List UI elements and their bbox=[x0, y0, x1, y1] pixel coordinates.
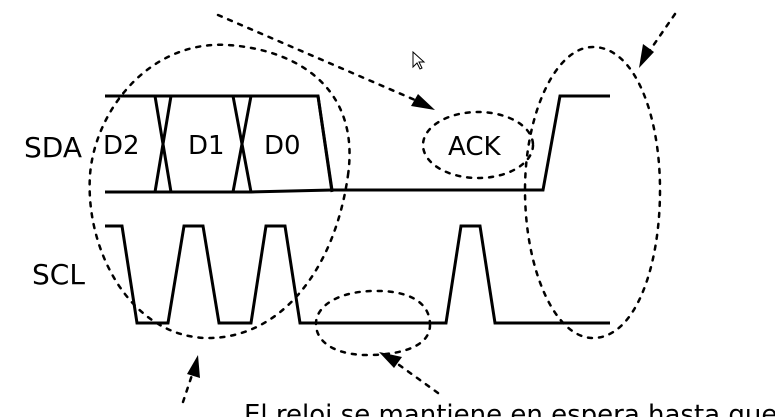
sda-label: SDA bbox=[24, 131, 82, 164]
release-highlight-ellipse bbox=[523, 45, 662, 340]
bottom-caption: El reloj se mantiene en espera hasta que… bbox=[244, 400, 775, 417]
arrow-to-clock-stretch bbox=[379, 352, 440, 395]
sda-waveform bbox=[105, 94, 610, 194]
data-bits-highlight-ellipse bbox=[88, 43, 351, 340]
bit-label-d1: D1 bbox=[188, 131, 225, 161]
mouse-pointer-icon bbox=[412, 50, 426, 70]
ack-highlight-ellipse bbox=[421, 110, 535, 180]
clock-stretch-highlight-ellipse bbox=[314, 289, 432, 357]
ack-label: ACK bbox=[448, 132, 501, 162]
sda-low-rail bbox=[105, 94, 610, 194]
bit-label-d0: D0 bbox=[264, 131, 301, 161]
sda-transition-1 bbox=[153, 95, 173, 193]
arrow-to-data-bits bbox=[181, 355, 200, 404]
arrow-to-ack bbox=[216, 13, 435, 110]
scl-waveform bbox=[105, 224, 610, 325]
sda-transition-3 bbox=[316, 95, 334, 193]
scl-label: SCL bbox=[32, 258, 85, 291]
bit-label-d2: D2 bbox=[103, 131, 140, 161]
arrow-to-release bbox=[639, 12, 677, 68]
sda-transition-2 bbox=[231, 95, 253, 193]
